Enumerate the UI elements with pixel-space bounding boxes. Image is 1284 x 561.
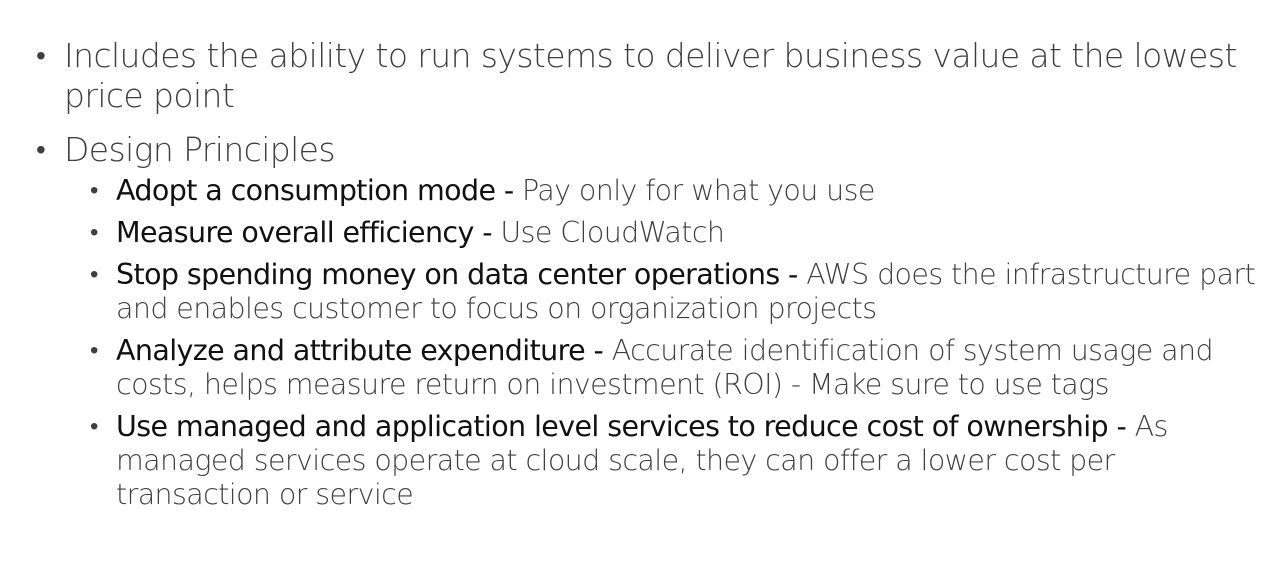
bullet-text: Includes the ability to run systems to d… [64, 36, 1237, 115]
principle-title: Measure overall efficiency [116, 216, 474, 249]
sub-bullet-expenditure: • Analyze and attribute expenditure - Ac… [90, 334, 1266, 402]
separator: - [1108, 410, 1135, 443]
sub-bullet-data-center: • Stop spending money on data center ope… [90, 258, 1266, 326]
principle-description: Accurate identification of system usage … [116, 334, 1214, 401]
bullet-text: Design Principles [64, 130, 336, 169]
separator: - [495, 174, 522, 207]
principle-description: AWS does the infrastructure part and ena… [116, 258, 1256, 325]
sub-bullet-icon: • [90, 412, 98, 440]
bullet-icon: • [36, 133, 46, 166]
sub-bullet-icon: • [90, 218, 98, 246]
principle-title: Use managed and application level servic… [116, 410, 1109, 443]
principle-description: Pay only for what you use [522, 174, 875, 207]
bullet-item-ability: • Includes the ability to run systems to… [36, 36, 1266, 116]
separator: - [473, 216, 501, 249]
principle-title: Analyze and attribute expenditure [116, 334, 586, 367]
principle-description: As managed services operate at cloud sca… [116, 410, 1168, 511]
bullet-item-design-principles: • Design Principles • Adopt a consumptio… [36, 130, 1266, 512]
principle-title: Stop spending money on data center opera… [116, 258, 780, 291]
sub-bullet-managed-services: • Use managed and application level serv… [90, 410, 1266, 512]
principle-description: Use CloudWatch [500, 216, 725, 249]
sub-bullet-overall-efficiency: • Measure overall efficiency - Use Cloud… [90, 216, 1266, 250]
separator: - [585, 334, 612, 367]
bullet-list: • Includes the ability to run systems to… [36, 36, 1266, 526]
principle-title: Adopt a consumption mode [116, 174, 496, 207]
sub-bullet-icon: • [90, 336, 98, 364]
separator: - [779, 258, 807, 291]
sub-bullet-icon: • [90, 260, 98, 288]
sub-bullet-consumption-mode: • Adopt a consumption mode - Pay only fo… [90, 174, 1266, 208]
sub-bullet-list: • Adopt a consumption mode - Pay only fo… [64, 174, 1266, 512]
sub-bullet-icon: • [90, 176, 98, 204]
bullet-icon: • [36, 39, 46, 72]
